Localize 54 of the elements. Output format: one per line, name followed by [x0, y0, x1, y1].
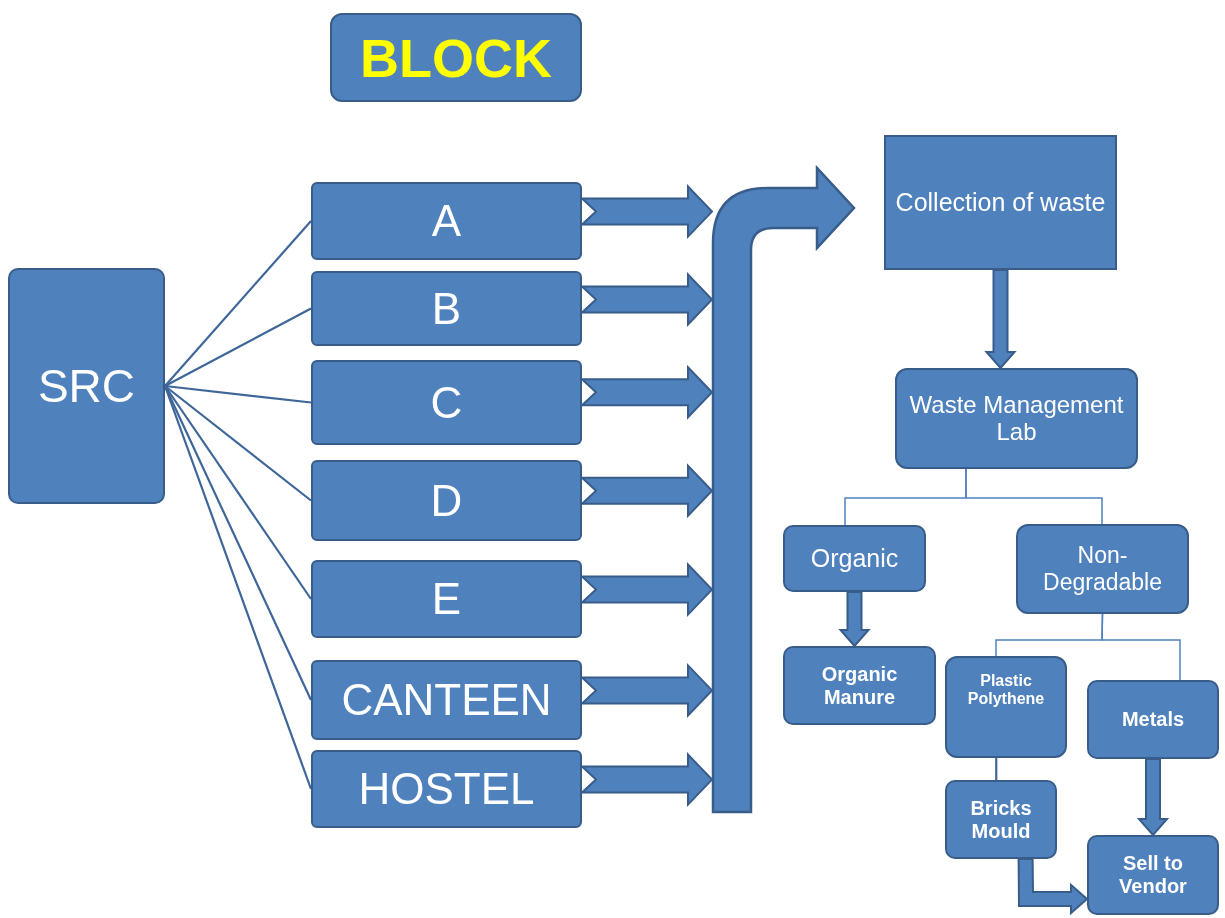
box-label: Collection of waste: [895, 188, 1106, 217]
box-label: BLOCK: [360, 26, 552, 89]
box-label: Plastic Polythene: [966, 672, 1046, 708]
connector-line: [995, 758, 998, 780]
box-label: Bricks Mould: [969, 796, 1033, 843]
chevron-arrow: [579, 463, 714, 519]
box-label: Waste Management Lab: [908, 392, 1125, 445]
process-box: [945, 780, 1057, 859]
box-label: A: [431, 196, 462, 246]
connector-line: [164, 220, 312, 387]
box-label: E: [431, 574, 462, 624]
box-label: Metals: [1121, 708, 1185, 731]
process-box: [1087, 680, 1219, 759]
connector-line: [164, 307, 312, 387]
chevron-arrow: [579, 184, 714, 240]
process-box: [311, 360, 582, 445]
process-box: [1016, 524, 1189, 614]
block-arrow: [838, 591, 871, 648]
connector-line: [164, 385, 312, 502]
connector-line: [164, 384, 312, 404]
process-box: [311, 460, 582, 541]
process-box: [783, 646, 936, 725]
box-label: Organic Manure: [820, 662, 899, 709]
box-label: D: [430, 475, 463, 526]
process-box: [884, 135, 1117, 270]
process-box: [311, 182, 582, 260]
title-box: [330, 13, 582, 102]
block-arrow: [1136, 758, 1170, 837]
box-label: Sell to Vendor: [1118, 852, 1188, 898]
chevron-arrow: [579, 662, 714, 718]
chevron-arrow: [579, 562, 714, 618]
process-box: [895, 368, 1138, 469]
source-box: [8, 268, 165, 504]
box-label: Non-Degradable: [1042, 542, 1163, 596]
box-label: HOSTEL: [358, 764, 535, 814]
process-box: [311, 560, 582, 638]
bracket-connector: [1101, 613, 1181, 681]
process-box: [311, 660, 582, 740]
box-label: C: [430, 377, 463, 428]
process-box: [945, 656, 1067, 758]
chevron-arrow: [579, 364, 714, 420]
chevron-arrow: [579, 752, 714, 808]
process-box: [783, 525, 926, 592]
process-box: [311, 271, 582, 346]
block-arrow: [984, 269, 1017, 370]
block-arrow: [1017, 857, 1089, 916]
process-box: [311, 750, 582, 828]
box-label: CANTEEN: [341, 675, 552, 725]
chevron-arrow: [579, 272, 714, 327]
box-label: B: [431, 283, 462, 334]
process-box: [1087, 835, 1219, 915]
box-label: Organic: [810, 544, 899, 573]
box-label: SRC: [37, 359, 136, 413]
bracket-connector: [965, 468, 1103, 525]
